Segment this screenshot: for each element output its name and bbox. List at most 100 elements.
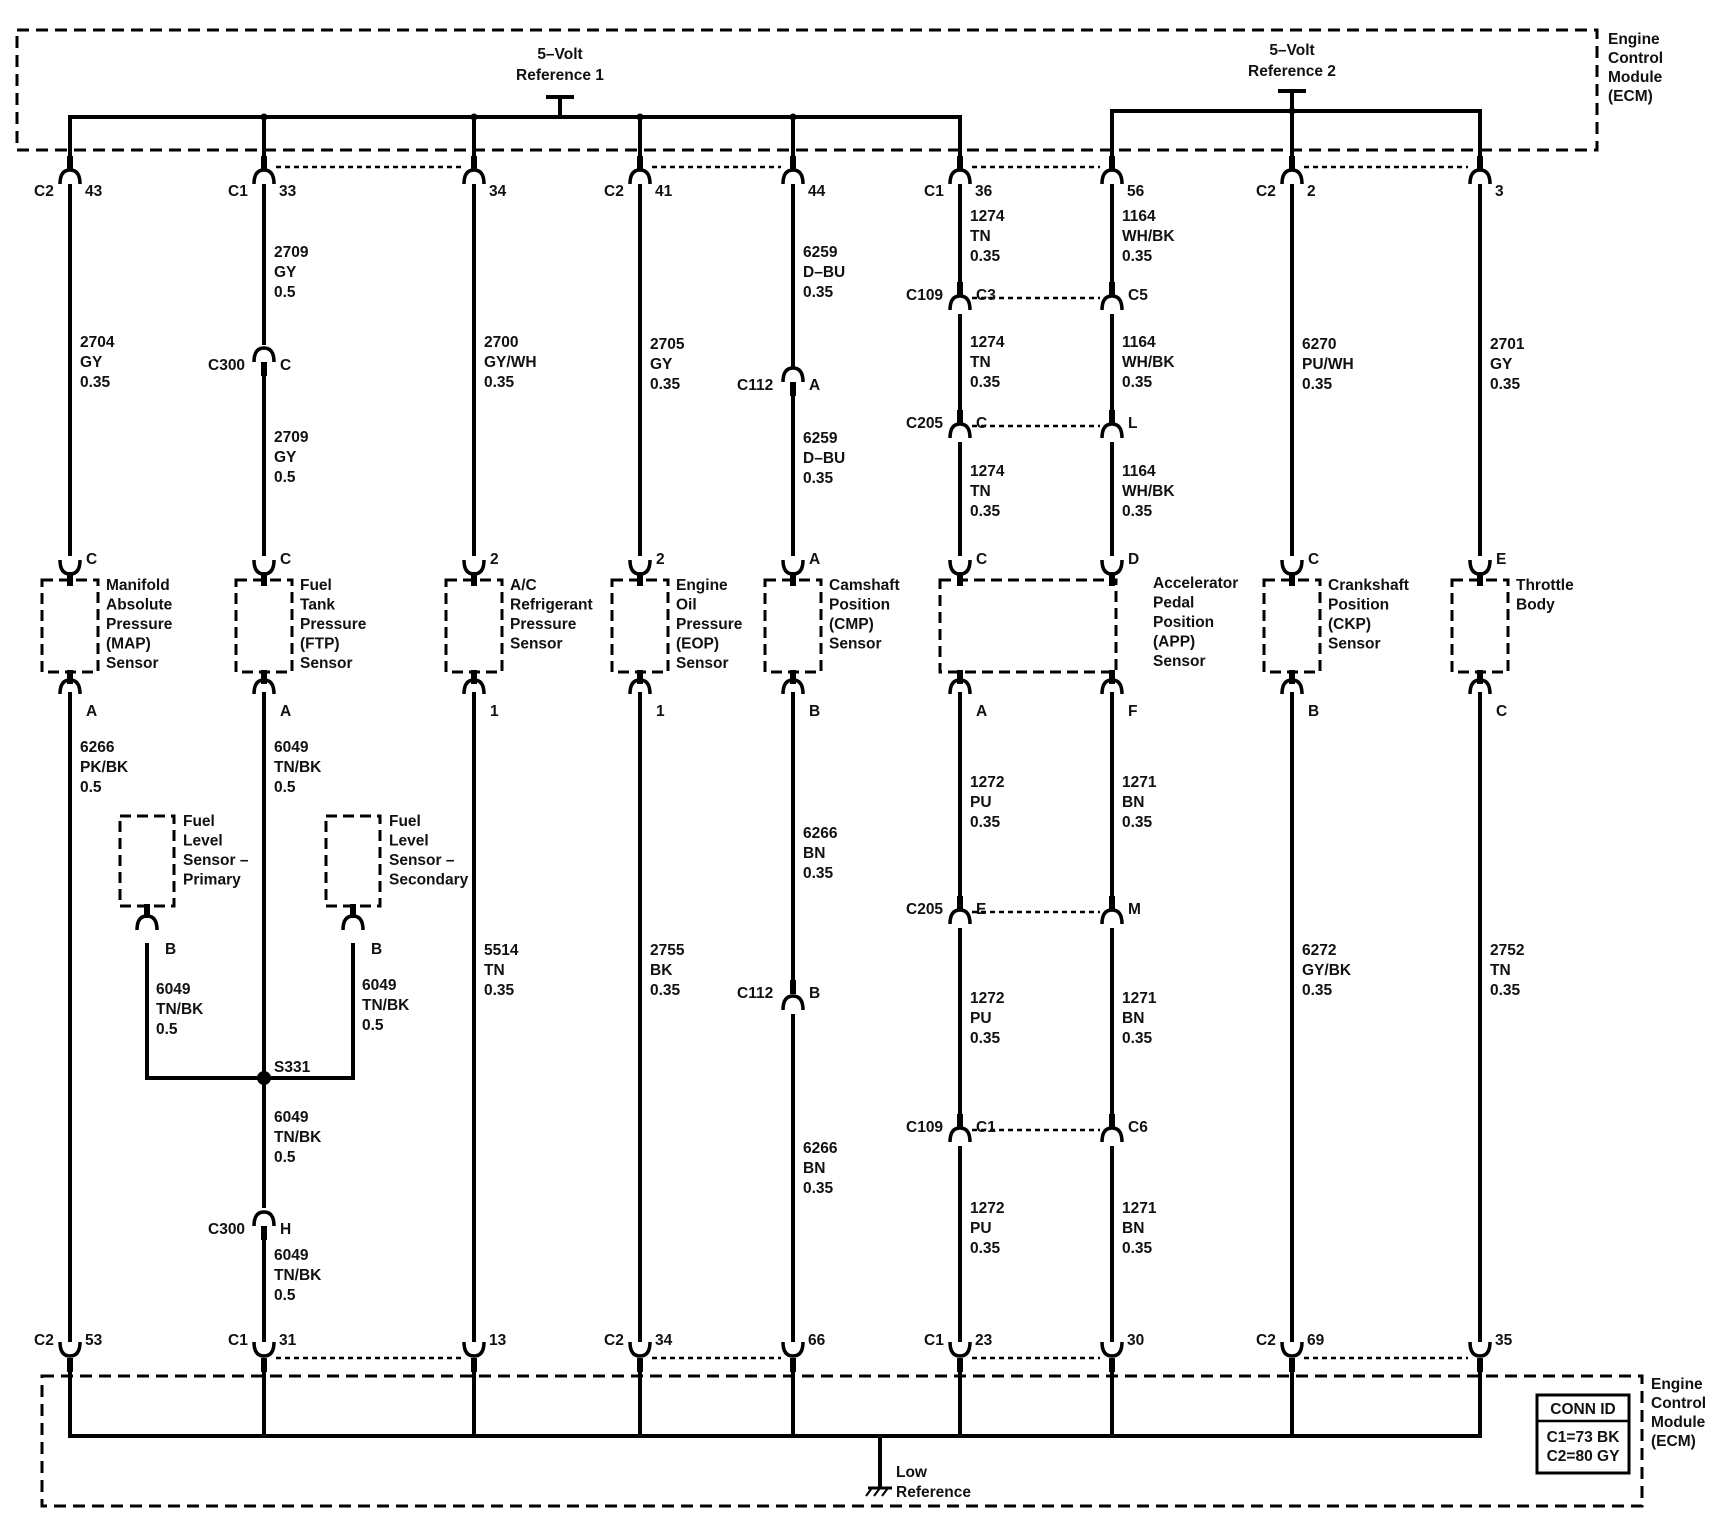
low-reference-bus (68, 1366, 1482, 1438)
ftp-sensor-bottom-pin (261, 670, 267, 684)
c109-bottom-pin-left: C1 (976, 1119, 996, 1136)
c109-bottom-upper (1109, 1114, 1115, 1128)
cmp-sensor-box (763, 578, 823, 674)
ftp-sensor-bottom-terminal (252, 678, 276, 695)
ecm-bottom-pin-bar (957, 1358, 963, 1372)
wire-label-w9: 0.35 (1122, 248, 1153, 265)
wire-label-w16: 6266 (80, 739, 115, 756)
ecm-top-pin-label: 2 (1307, 183, 1316, 200)
fuel-level-primary-label: Primary (183, 872, 241, 889)
wire-segments (68, 184, 1482, 1342)
app-sensor-top-terminal (948, 559, 972, 576)
ckp-sensor-top-terminal (1280, 559, 1304, 576)
wire-label-w3: 2709 (274, 429, 309, 446)
ecm-top-label: (ECM) (1608, 88, 1653, 105)
throttle-body-pin-bottom: C (1496, 703, 1507, 720)
map-sensor-top-pin (67, 572, 73, 586)
cmp-sensor-label: Camshaft (829, 577, 900, 594)
eop-sensor-pin-top: 2 (656, 551, 665, 568)
wire-label-w28: PU (970, 1010, 992, 1027)
ac-pressure-sensor-top-pin (471, 572, 477, 586)
wire-label-w3: 0.5 (274, 469, 296, 486)
wire-label-w20: 0.5 (274, 1149, 296, 1166)
conn-id-c2: C2=80 GY (1547, 1448, 1620, 1465)
ecm-bottom-pin-bar (67, 1358, 73, 1372)
ecm-bottom-conn-label: C1 (924, 1332, 944, 1349)
wire-label-w27: 0.35 (1122, 814, 1153, 831)
ecm-bottom-conn-label: C2 (604, 1332, 624, 1349)
wire-label-w2: 2709 (274, 244, 309, 261)
wire-label-w17: 0.5 (274, 779, 296, 796)
ecm-top-pin-label: 3 (1495, 183, 1504, 200)
ecm-top-conn-label: C2 (604, 183, 624, 200)
wire-label-w21: 6049 (274, 1247, 309, 1264)
wire-label-w22: 5514 (484, 942, 519, 959)
wire-label-w17: TN/BK (274, 759, 322, 776)
ecm-bottom-pin-bar (637, 1358, 643, 1372)
app-sensor-label: Accelerator (1153, 575, 1238, 592)
app-sensor-top-terminal (1100, 559, 1124, 576)
ac-pressure-sensor-box (444, 578, 504, 674)
ecm-top-pin-label: 33 (279, 183, 297, 200)
ecm-bottom-pin-label: 53 (85, 1332, 103, 1349)
ecm-top-terminal (1468, 168, 1492, 185)
eop-sensor-bottom-pin (637, 670, 643, 684)
ecm-bottom-pin-bar (790, 1358, 796, 1372)
ac-pressure-sensor-bottom-terminal (462, 678, 486, 695)
wire-label-w30: 1272 (970, 1200, 1004, 1217)
ecm-top-pin-bar (1109, 156, 1115, 170)
c205-top-lower (1100, 422, 1124, 439)
ecm-top-conn-label: C1 (228, 183, 248, 200)
throttle-body-bottom-pin (1477, 670, 1483, 684)
ecm-bottom-label: Control (1651, 1395, 1706, 1412)
wire-label-w16: 0.5 (80, 779, 102, 796)
wire-label-w26: 1272 (970, 774, 1004, 791)
ecm-bottom-terminal (1468, 1341, 1492, 1358)
ecm-top-terminal (1100, 168, 1124, 185)
map-sensor-pin-top: C (86, 551, 97, 568)
wire-label-w4: 2700 (484, 334, 518, 351)
wire-label-w12: 1274 (970, 463, 1005, 480)
cmp-sensor-label: (CMP) (829, 616, 874, 633)
wire-label-w32: 0.35 (1302, 982, 1333, 999)
c205-top-pin-right: L (1128, 415, 1137, 432)
ckp-sensor-label: Crankshaft (1328, 577, 1409, 594)
ckp-sensor-bottom-terminal (1280, 678, 1304, 695)
wire-label-w24: 6266 (803, 825, 838, 842)
wire-label-w19: 0.5 (362, 1017, 384, 1034)
wire-label-w15: 0.35 (1490, 376, 1521, 393)
c300-top-name: C300 (208, 357, 245, 374)
ecm-top-label: Engine (1608, 31, 1660, 48)
c205-bottom-pin-right: M (1128, 901, 1141, 918)
wire-label-w23: BK (650, 962, 673, 979)
app-sensor-label: (APP) (1153, 634, 1195, 651)
ftp-sensor-label: Pressure (300, 616, 367, 633)
c112-top-lower (790, 382, 796, 396)
wire-label-w6: 0.35 (803, 284, 834, 301)
c300-bottom-name: C300 (208, 1221, 245, 1238)
eop-sensor-box (610, 578, 670, 674)
c205-bottom-upper (1109, 896, 1115, 910)
wire-label-w27: 1271 (1122, 774, 1157, 791)
component-boxes (40, 578, 1510, 908)
ecm-top-pin-bar (67, 156, 73, 170)
wire-label-w1: 0.35 (80, 374, 111, 391)
wire-label-w25: 6266 (803, 1140, 838, 1157)
c112-bottom-name: C112 (737, 985, 773, 1002)
wire-label-w30: PU (970, 1220, 992, 1237)
ref1-label: Reference 1 (516, 67, 604, 84)
ecm-top-pin-bar (261, 156, 267, 170)
wire-label-w7: 6259 (803, 430, 838, 447)
eop-sensor-label: Oil (676, 597, 697, 614)
wire-label-w33: TN (1490, 962, 1511, 979)
c205-top-name: C205 (906, 415, 943, 432)
wire-label-w15: 2701 (1490, 336, 1525, 353)
ac-pressure-sensor-label: Sensor (510, 636, 563, 653)
wire-label-w9: 1164 (1122, 208, 1156, 225)
conn-id-c1: C1=73 BK (1547, 1429, 1621, 1446)
eop-sensor-label: Engine (676, 577, 728, 594)
ecm-top-conn-label: C2 (34, 183, 54, 200)
wire-label-w8: 0.35 (970, 248, 1001, 265)
c205-bottom-lower (1100, 908, 1124, 925)
c300-bottom-lower (261, 1226, 267, 1240)
